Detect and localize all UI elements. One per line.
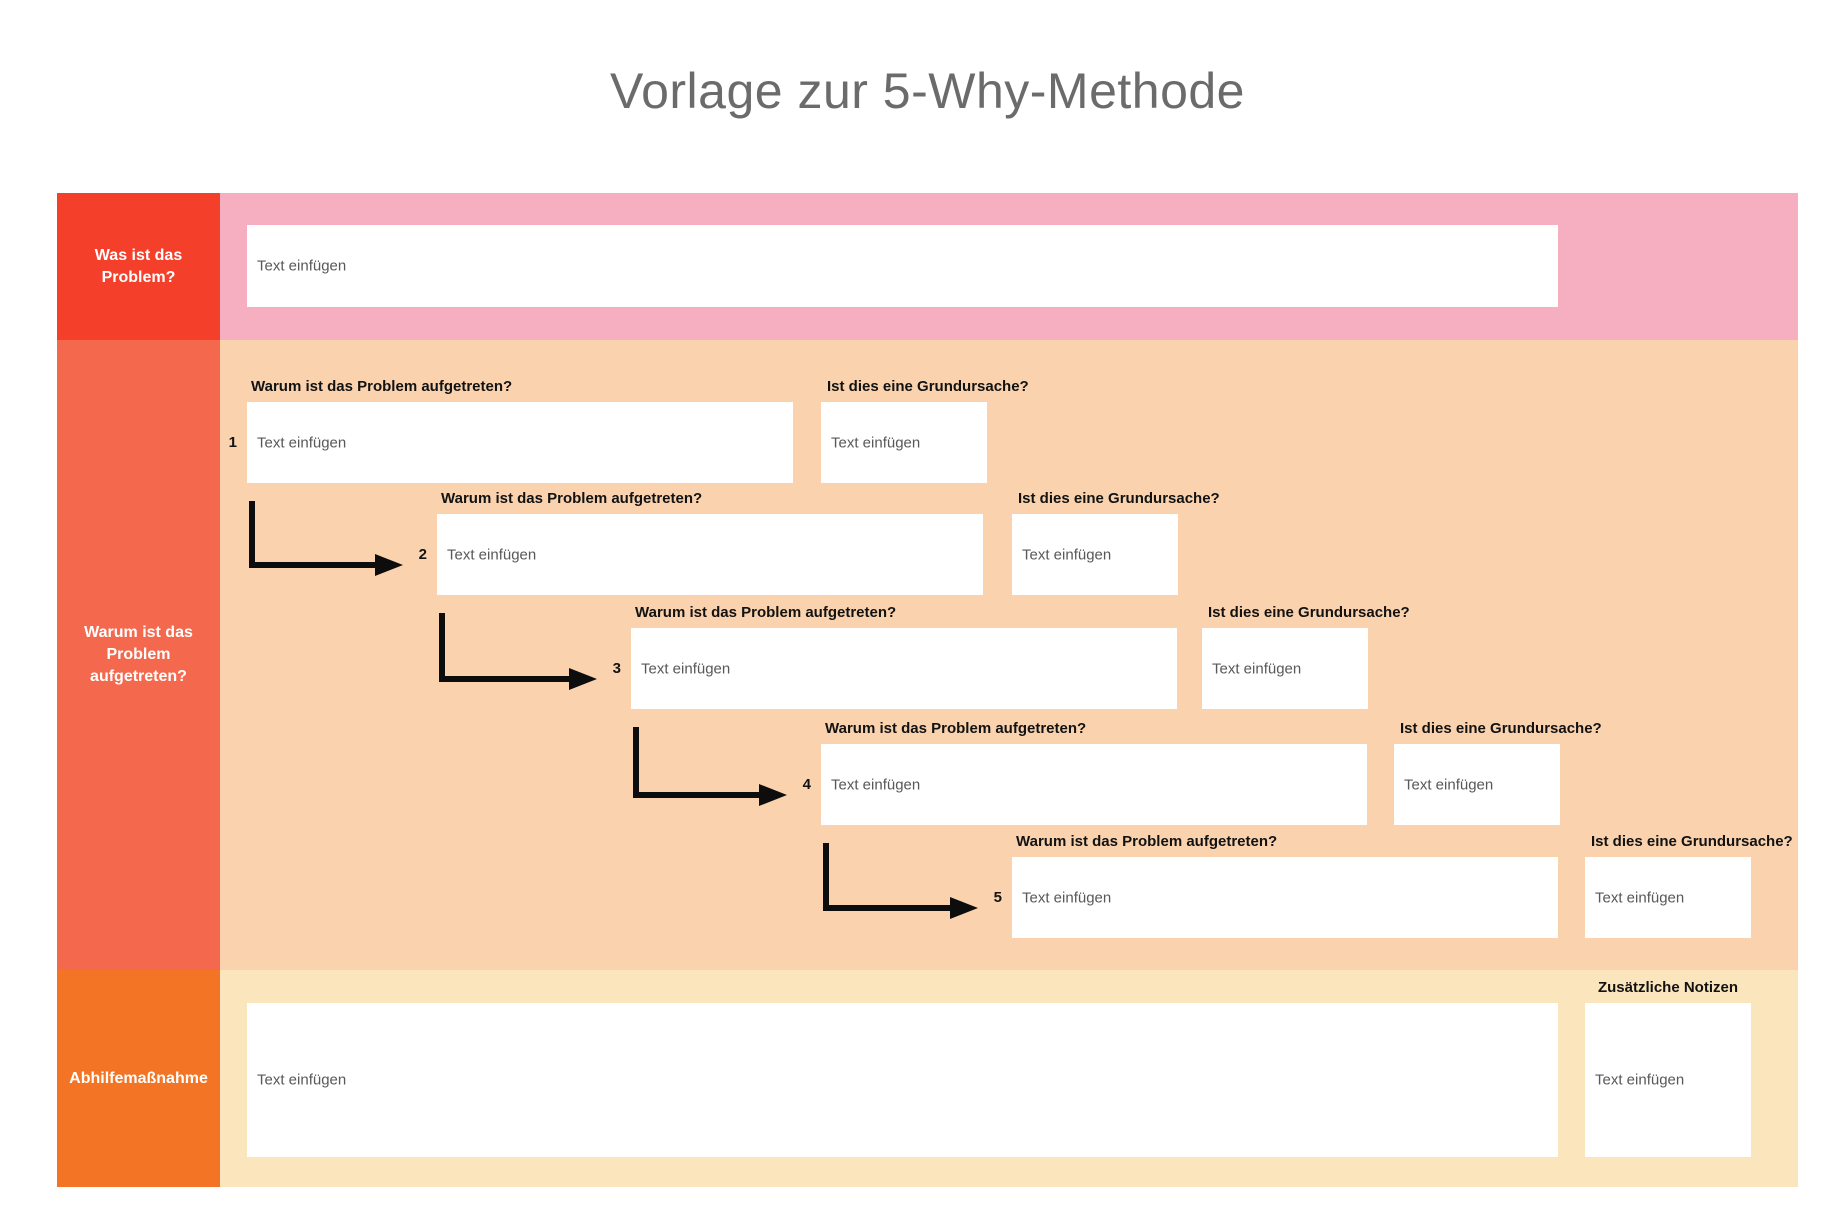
row-label-remedy-text: Abhilfemaßnahme — [69, 1069, 208, 1087]
why-input-5-placeholder: Text einfügen — [1022, 889, 1112, 906]
root-cause-input-2-placeholder: Text einfügen — [1022, 546, 1112, 563]
why-input-4-placeholder: Text einfügen — [831, 776, 921, 793]
root-cause-input-4-placeholder: Text einfügen — [1404, 776, 1494, 793]
remedy-input[interactable]: Text einfügen — [247, 1003, 1558, 1157]
why-heading-2: Warum ist das Problem aufgetreten? — [441, 490, 703, 507]
notes-heading-text: Zusätzliche Notizen — [1597, 979, 1739, 996]
why-number-5: 5 — [993, 889, 1002, 906]
connector-arrow-4-vertical — [823, 843, 829, 911]
root-cause-input-5-placeholder: Text einfügen — [1595, 889, 1685, 906]
why-input-5[interactable]: Text einfügen — [1012, 857, 1558, 938]
why-heading-1: Warum ist das Problem aufgetreten? — [251, 378, 513, 395]
root-cause-input-3-placeholder: Text einfügen — [1212, 660, 1302, 677]
why-input-2-placeholder: Text einfügen — [447, 546, 537, 563]
row-label-problem-text: Was ist das Problem? — [94, 246, 183, 286]
notes-heading: Zusätzliche Notizen — [1518, 979, 1818, 997]
connector-arrow-4-head-icon — [950, 897, 978, 919]
connector-arrow-1-vertical — [249, 501, 255, 568]
connector-arrow-4-horizontal — [823, 905, 954, 911]
root-cause-heading-2: Ist dies eine Grundursache? — [1018, 490, 1220, 507]
connector-arrow-2-horizontal — [439, 676, 573, 682]
root-cause-input-3[interactable]: Text einfügen — [1202, 628, 1368, 709]
why-input-1[interactable]: Text einfügen — [247, 402, 793, 483]
connector-arrow-2-head-icon — [569, 668, 597, 690]
root-cause-input-5[interactable]: Text einfügen — [1585, 857, 1751, 938]
notes-input[interactable]: Text einfügen — [1585, 1003, 1751, 1157]
row-label-remedy: Abhilfemaßnahme — [57, 970, 220, 1187]
why-heading-3: Warum ist das Problem aufgetreten? — [635, 604, 897, 621]
why-number-1: 1 — [228, 434, 237, 451]
five-why-board: Was ist das Problem? Warum ist das Probl… — [57, 193, 1798, 1187]
why-number-3: 3 — [612, 660, 621, 677]
page-title: Vorlage zur 5-Why-Methode — [609, 63, 1245, 119]
row-label-why-text: Warum ist das Problem aufgetreten? — [84, 624, 193, 685]
root-cause-input-1-placeholder: Text einfügen — [831, 434, 921, 451]
connector-arrow-1-horizontal — [249, 562, 379, 568]
problem-input[interactable]: Text einfügen — [247, 225, 1558, 307]
why-input-3-placeholder: Text einfügen — [641, 660, 731, 677]
why-number-2: 2 — [418, 546, 427, 563]
why-input-1-placeholder: Text einfügen — [257, 434, 347, 451]
connector-arrow-1-head-icon — [375, 554, 403, 576]
problem-input-placeholder: Text einfügen — [257, 257, 347, 275]
root-cause-input-2[interactable]: Text einfügen — [1012, 514, 1178, 595]
root-cause-heading-3: Ist dies eine Grundursache? — [1208, 604, 1410, 621]
notes-input-placeholder: Text einfügen — [1595, 1071, 1685, 1089]
connector-arrow-3-head-icon — [759, 784, 787, 806]
connector-arrow-2-vertical — [439, 613, 445, 682]
root-cause-heading-4: Ist dies eine Grundursache? — [1400, 720, 1602, 737]
remedy-input-placeholder: Text einfügen — [257, 1071, 347, 1089]
connector-arrow-3-horizontal — [633, 792, 763, 798]
root-cause-input-1[interactable]: Text einfügen — [821, 402, 987, 483]
why-input-3[interactable]: Text einfügen — [631, 628, 1177, 709]
row-label-problem: Was ist das Problem? — [57, 193, 220, 340]
row-label-why: Warum ist das Problem aufgetreten? — [57, 340, 220, 970]
connector-arrow-3-vertical — [633, 727, 639, 798]
root-cause-heading-5: Ist dies eine Grundursache? — [1591, 833, 1793, 850]
why-number-4: 4 — [802, 776, 811, 793]
root-cause-input-4[interactable]: Text einfügen — [1394, 744, 1560, 825]
why-input-2[interactable]: Text einfügen — [437, 514, 983, 595]
root-cause-heading-1: Ist dies eine Grundursache? — [827, 378, 1029, 395]
why-input-4[interactable]: Text einfügen — [821, 744, 1367, 825]
why-heading-4: Warum ist das Problem aufgetreten? — [825, 720, 1087, 737]
why-heading-5: Warum ist das Problem aufgetreten? — [1016, 833, 1278, 850]
